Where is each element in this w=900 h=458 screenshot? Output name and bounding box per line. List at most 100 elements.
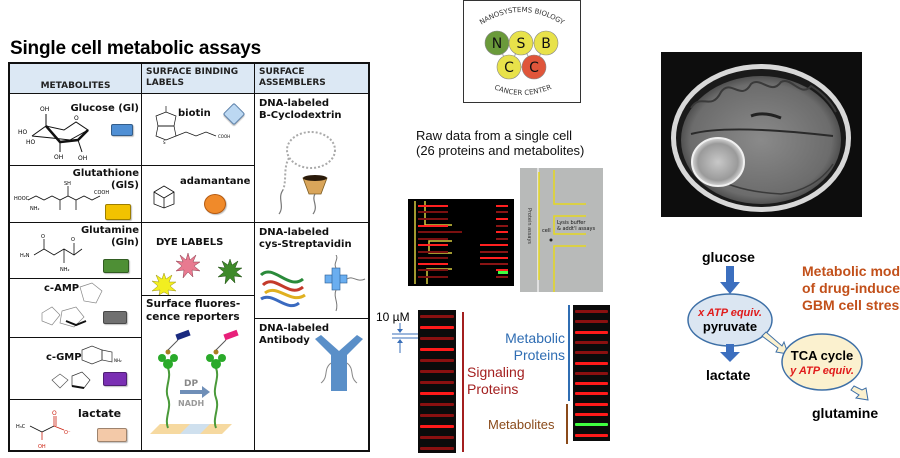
- assembler-antibody: DNA-labeled Antibody: [255, 319, 368, 452]
- lactate-arrow-shaft: [726, 344, 734, 354]
- glutamine-label: glutamine: [812, 405, 878, 421]
- svg-text:NH₂: NH₂: [30, 206, 40, 212]
- streptavidin-diagram-icon: [259, 255, 366, 312]
- gel-band: [480, 251, 508, 253]
- glucose-arrow-icon: [720, 282, 740, 294]
- gel-band: [575, 351, 608, 355]
- brain-mri-image: [661, 52, 862, 217]
- metabolite-glutathione: HOOC COOH SH NH₂ Glutathione (GlS): [10, 166, 141, 223]
- gel-band: [420, 359, 454, 362]
- antibody-label-line2: Antibody: [259, 335, 310, 346]
- fluorescence-title-line2: cence reporters: [146, 311, 240, 323]
- model-caption-line2: of drug-induced: [802, 280, 900, 296]
- glucose-arrow-shaft: [726, 266, 734, 284]
- svg-text:HO: HO: [26, 139, 36, 146]
- binding-biotin: COOH S biotin: [142, 94, 254, 166]
- logo-letter: C: [504, 60, 514, 76]
- gel-band: [480, 244, 508, 246]
- antibody-label: DNA-labeled Antibody: [259, 323, 329, 347]
- metabolite-glutamine: H₂N NH₂ O O Glutamine (Gln): [10, 223, 141, 279]
- binding-adamantane: adamantane: [142, 166, 254, 223]
- metabolic-model-diagram: glucose x ATP equiv. pyruvate lactate TC…: [687, 249, 900, 421]
- scale-bar-icon: [392, 323, 422, 353]
- cgmp-label: c-GMP: [46, 352, 82, 363]
- cyclodextrin-label-line2: B-Cyclodextrin: [259, 110, 342, 121]
- assemblers-column: SURFACE ASSEMBLERS DNA-labeled B-Cyclode…: [255, 64, 368, 450]
- svg-text:Protein assays: Protein assays: [526, 208, 532, 244]
- streptavidin-label-line2: cys-Streptavidin: [259, 239, 352, 250]
- svg-text:S: S: [163, 140, 166, 144]
- svg-text:NH₂: NH₂: [60, 267, 70, 273]
- model-caption-line3: GBM cell stress: [802, 297, 900, 313]
- logo-top-text: NANOSYSTEMS BIOLOGY: [478, 6, 566, 27]
- svg-text:O: O: [52, 410, 57, 417]
- gel-band: [496, 269, 508, 271]
- assembler-streptavidin: DNA-labeled cys-Streptavidin: [255, 223, 368, 319]
- gel-band: [496, 225, 508, 227]
- cyclodextrin-label: DNA-labeled B-Cyclodextrin: [259, 98, 342, 122]
- glutathione-label-text: Glutathione (GlS): [72, 168, 139, 191]
- binding-fluorescence-reporters: Surface fluores- cence reporters DP NADH: [142, 296, 254, 452]
- glucose-label: glucose: [702, 249, 755, 265]
- svg-text:O: O: [74, 115, 79, 122]
- metabolic-proteins-label: Metabolic Proteins: [497, 330, 565, 364]
- gel-band: [575, 371, 608, 375]
- tca-label: TCA cycle: [791, 348, 853, 363]
- signaling-gel-image: [418, 310, 456, 453]
- signaling-line1: Signaling: [467, 364, 525, 380]
- gel-band: [496, 231, 508, 233]
- gel-band: [575, 340, 608, 344]
- gel-band: [418, 244, 448, 246]
- svg-text:O: O: [41, 234, 45, 240]
- metabolite-lactate: H₃C O O⁻ OH lactate: [10, 400, 141, 452]
- metabolic-gel-image: [573, 305, 610, 441]
- svg-text:O⁻: O⁻: [64, 430, 71, 436]
- lactate-label: lactate: [78, 407, 122, 420]
- glutamine-arrow-icon: [850, 385, 869, 401]
- raw-data-title: Raw data from a single cell (26 proteins…: [416, 128, 584, 158]
- biotin-structure-icon: COOH S: [155, 106, 230, 144]
- svg-text:cell: cell: [542, 228, 551, 234]
- brain-mri-graphic: [671, 64, 851, 212]
- gel-band: [418, 231, 462, 233]
- gel-band: [420, 337, 454, 340]
- lactate-label: lactate: [706, 367, 751, 383]
- glutamine-structure-icon: H₂N NH₂ O O: [20, 234, 83, 273]
- lactate-structure-icon: H₃C O O⁻ OH: [16, 410, 71, 450]
- signaling-proteins-label: Signaling Proteins: [467, 364, 525, 398]
- gel-band: [418, 257, 448, 259]
- gel-band: [420, 447, 454, 450]
- gel-band: [496, 276, 508, 278]
- adamantane-label: adamantane: [180, 176, 251, 187]
- gel-band: [575, 310, 608, 313]
- gel-band: [575, 330, 608, 334]
- assay-table: METABOLITES OH HO HO O OH OH Glucose (Gl…: [8, 62, 370, 452]
- svg-text:OH: OH: [78, 155, 87, 162]
- svg-text:COOH: COOH: [94, 190, 109, 196]
- streptavidin-label-line1: DNA-labeled: [259, 227, 330, 238]
- metabolic-bracket: [568, 305, 570, 401]
- raw-data-title-line1: Raw data from a single cell: [416, 128, 573, 143]
- gel-band: [496, 218, 508, 220]
- gel-band: [418, 276, 448, 278]
- gel-band: [418, 251, 448, 253]
- glutamine-label: Glutamine (Gln): [69, 225, 139, 249]
- binding-dye-labels: DYE LABELS: [142, 223, 254, 296]
- svg-text:OH: OH: [54, 154, 63, 161]
- svg-text:HOOC: HOOC: [14, 196, 30, 202]
- raw-data-title-line2: (26 proteins and metabolites): [416, 143, 585, 158]
- fluorescence-reporters-title: Surface fluores- cence reporters: [146, 298, 240, 324]
- svg-text:Lysis buffer: Lysis buffer: [557, 220, 586, 226]
- gel-band: [420, 348, 454, 351]
- glutathione-tag-icon: [105, 204, 131, 220]
- gel-band: [420, 436, 454, 439]
- metabolite-glucose: OH HO HO O OH OH Glucose (Gl): [10, 94, 141, 166]
- gel-band: [480, 257, 508, 259]
- gel-band: [418, 238, 448, 240]
- header-binding-labels: SURFACE BINDING LABELS: [142, 64, 254, 94]
- svg-text:O: O: [71, 237, 75, 243]
- gel-band: [420, 370, 454, 373]
- logo-bottom-text: CANCER CENTER: [493, 83, 552, 97]
- adamantane-structure-icon: [153, 185, 175, 209]
